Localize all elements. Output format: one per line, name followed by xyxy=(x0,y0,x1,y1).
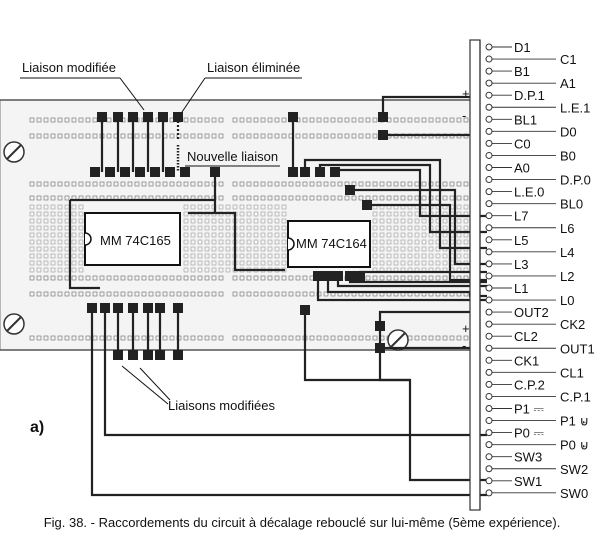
connector-label: C.P.2 xyxy=(514,377,545,392)
connector-label: C1 xyxy=(560,52,577,67)
connector-label: L.E.0 xyxy=(514,185,544,200)
power-minus-top: - xyxy=(462,108,466,123)
connector-label: D1 xyxy=(514,40,531,55)
connector-label: CK2 xyxy=(560,317,585,332)
connector-label: L2 xyxy=(560,269,574,284)
chip-left-label: MM 74C165 xyxy=(100,233,171,248)
connector-label: P1 ⎓ xyxy=(514,402,544,417)
connector-label: L4 xyxy=(560,245,574,260)
arrow-liaison-eliminee xyxy=(181,77,206,113)
connector-label: OUT1 xyxy=(560,341,595,356)
arrow-liaison-modifiee xyxy=(119,77,145,111)
label-liaison-eliminee: Liaison éliminée xyxy=(207,60,300,75)
connector-label: SW0 xyxy=(560,486,588,501)
connector-labels: D1C1B1A1D.P.1L.E.1BL1D0C0B0A0D.P.0L.E.0B… xyxy=(514,40,595,501)
label-nouvelle-liaison: Nouvelle liaison xyxy=(187,149,278,164)
connector-label: L5 xyxy=(514,233,528,248)
connector-label: D.P.1 xyxy=(514,88,545,103)
breadboard xyxy=(0,99,479,351)
screw-right xyxy=(387,329,409,351)
power-plus-top: + xyxy=(462,86,470,101)
connector-label: D0 xyxy=(560,124,577,139)
connector-label: L3 xyxy=(514,257,528,272)
panel-label: a) xyxy=(30,419,44,436)
connector-label: OUT2 xyxy=(514,305,549,320)
connector-label: L1 xyxy=(514,281,528,296)
connector-label: A0 xyxy=(514,161,530,176)
label-liaison-modifiee: Liaison modifiée xyxy=(22,60,116,75)
connector-label: SW2 xyxy=(560,462,588,477)
arrows-liaisons-modifiees xyxy=(121,365,171,405)
chip-74c165: MM 74C165 xyxy=(84,212,181,266)
connector-label: SW3 xyxy=(514,450,542,465)
figure-caption: Fig. 38. - Raccordements du circuit à dé… xyxy=(43,515,561,530)
connector-label: B0 xyxy=(560,148,576,163)
connector-label: CL2 xyxy=(514,329,538,344)
chip-right-label: MM 74C164 xyxy=(296,236,367,251)
connector-label: BL0 xyxy=(560,197,583,212)
connector-label: C0 xyxy=(514,136,531,151)
connector-label: CL1 xyxy=(560,365,584,380)
connector-label: P0 ⊌ xyxy=(560,438,589,453)
connector-label: B1 xyxy=(514,64,530,79)
connector-label: L6 xyxy=(560,221,574,236)
connector-label: D.P.0 xyxy=(560,173,591,188)
chip-74c164: MM 74C164 xyxy=(287,220,371,268)
screw-top xyxy=(3,141,25,163)
label-liaisons-modifiees: Liaisons modifiées xyxy=(168,398,275,413)
connector-strip xyxy=(469,39,556,511)
connector-label: SW1 xyxy=(514,474,542,489)
connector-label: C.P.1 xyxy=(560,389,591,404)
connector-label: L0 xyxy=(560,293,574,308)
connector-label: L.E.1 xyxy=(560,100,590,115)
power-minus-bottom: - xyxy=(462,338,466,353)
connector-label: P0 ⎓ xyxy=(514,426,544,441)
connector-label: L7 xyxy=(514,209,528,224)
connector-label: CK1 xyxy=(514,353,539,368)
power-plus-bottom: + xyxy=(462,321,470,336)
connector-label: BL1 xyxy=(514,112,537,127)
wire-pads xyxy=(87,112,388,360)
screw-bottom xyxy=(3,313,25,335)
connector-label: A1 xyxy=(560,76,576,91)
connector-label: P1 ⊌ xyxy=(560,414,589,429)
